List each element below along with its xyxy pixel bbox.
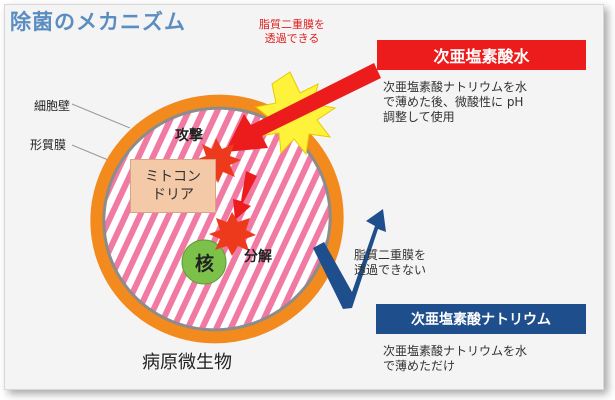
page-title: 除菌のメカニズム bbox=[10, 10, 186, 34]
hypochlorous-desc-line1: 次亜塩素酸ナトリウムを水 bbox=[383, 80, 528, 94]
hypochlorous-desc-line3: 調整して使用 bbox=[383, 110, 455, 124]
mitochondria: ミトコン ドリア bbox=[130, 159, 216, 213]
pathogen-caption: 病原微生物 bbox=[142, 352, 232, 373]
membrane-label: 形質膜 bbox=[30, 138, 67, 152]
mitochondria-label-line2: ドリア bbox=[152, 187, 194, 203]
hypochlorous-desc-line2: で薄めた後、微酸性に pH bbox=[383, 95, 524, 109]
hypochlorous-water-box: 次亜塩素酸水 bbox=[377, 40, 586, 70]
sodium-hypochlorite-box: 次亜塩素酸ナトリウム bbox=[376, 304, 586, 334]
cell-wall-label: 細胞壁 bbox=[34, 99, 71, 113]
membrane-pointer bbox=[71, 144, 114, 163]
sodium-desc-line1: 次亜塩素酸ナトリウムを水 bbox=[383, 344, 528, 358]
impermeable-note-line1: 脂質二重膜を bbox=[354, 248, 427, 262]
nucleus-label: 核 bbox=[194, 253, 214, 275]
permeable-note: 脂質二重膜を 透過できる bbox=[232, 18, 352, 46]
sodium-description: 次亜塩素酸ナトリウムを水 で薄めただけ bbox=[383, 344, 527, 374]
blue-arrow bbox=[313, 209, 386, 309]
sodium-desc-line2: で薄めただけ bbox=[383, 359, 456, 373]
cell-wall-pointer bbox=[71, 103, 131, 129]
impermeable-note: 脂質二重膜を 透過できない bbox=[354, 248, 426, 278]
permeable-note-line1: 脂質二重膜を bbox=[259, 18, 325, 31]
nucleus bbox=[181, 239, 227, 285]
mitochondria-label-line1: ミトコン bbox=[145, 169, 201, 185]
red-arrow bbox=[225, 63, 381, 152]
hypochlorous-description: 次亜塩素酸ナトリウムを水 で薄めた後、微酸性に pH 調整して使用 bbox=[383, 80, 527, 125]
red-arrow-down bbox=[233, 171, 257, 220]
permeable-note-line2: 透過できる bbox=[264, 32, 320, 45]
decompose-label: 分解 bbox=[244, 249, 272, 265]
attack-burst-2 bbox=[209, 212, 256, 256]
impermeable-note-line2: 透過できない bbox=[354, 263, 427, 277]
attack-label: 攻撃 bbox=[175, 128, 203, 144]
